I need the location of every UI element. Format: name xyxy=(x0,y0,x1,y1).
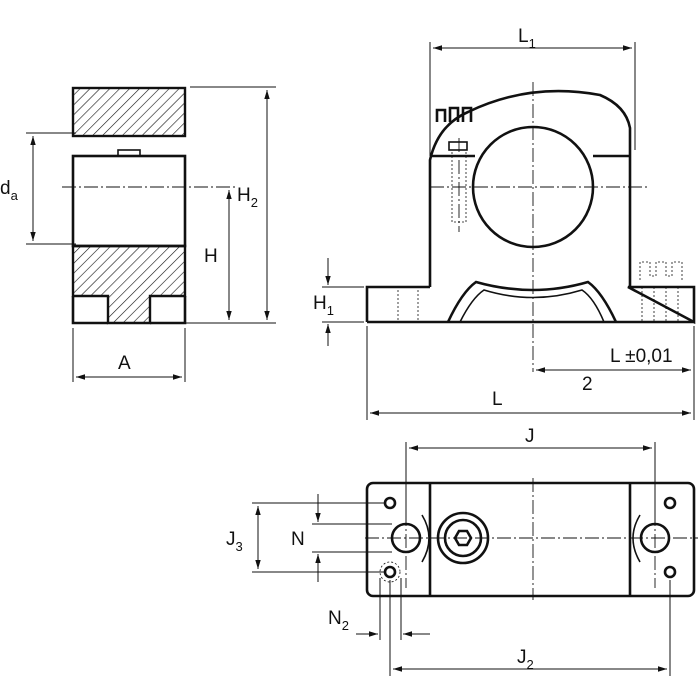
label-l: L xyxy=(492,389,503,410)
label-l-half: L ±0,01 xyxy=(610,346,673,367)
top-dowel-2 xyxy=(383,565,397,579)
label-h: H xyxy=(204,246,218,267)
label-n2: N2 xyxy=(328,608,349,633)
label-h2: H2 xyxy=(237,185,258,210)
side-base xyxy=(71,244,187,325)
top-base xyxy=(365,481,696,598)
front-housing xyxy=(428,89,632,287)
label-a: A xyxy=(118,353,131,374)
front-arch-outer xyxy=(446,280,618,323)
top-dowel-1 xyxy=(383,496,397,510)
front-arch-inner xyxy=(459,289,605,323)
top-dowel-3 xyxy=(663,496,677,510)
top-view: J J3 N N2 J2 xyxy=(226,426,698,676)
label-n: N xyxy=(291,529,305,550)
label-j3: J3 xyxy=(226,529,243,554)
side-insert xyxy=(71,154,187,248)
top-dowel-4 xyxy=(663,565,677,579)
front-base xyxy=(365,285,696,325)
front-view: L1 H1 L ±0,01 2 L xyxy=(313,26,696,420)
top-slot-right-arc xyxy=(632,514,641,563)
front-bolt-teeth xyxy=(435,106,473,122)
label-da: da xyxy=(0,178,19,203)
front-right-teeth xyxy=(639,261,683,280)
top-slot-left-arc xyxy=(421,514,430,563)
front-bolt-head xyxy=(448,141,468,151)
label-l1: L1 xyxy=(518,26,536,51)
label-j2: J2 xyxy=(517,647,534,672)
label-j: J xyxy=(525,426,535,447)
label-l-half-denominator: 2 xyxy=(582,374,593,395)
label-h1: H1 xyxy=(313,293,334,318)
side-view: da H H2 A xyxy=(0,86,276,382)
top-dowel-2-ring xyxy=(379,561,401,583)
side-cap xyxy=(71,86,187,138)
